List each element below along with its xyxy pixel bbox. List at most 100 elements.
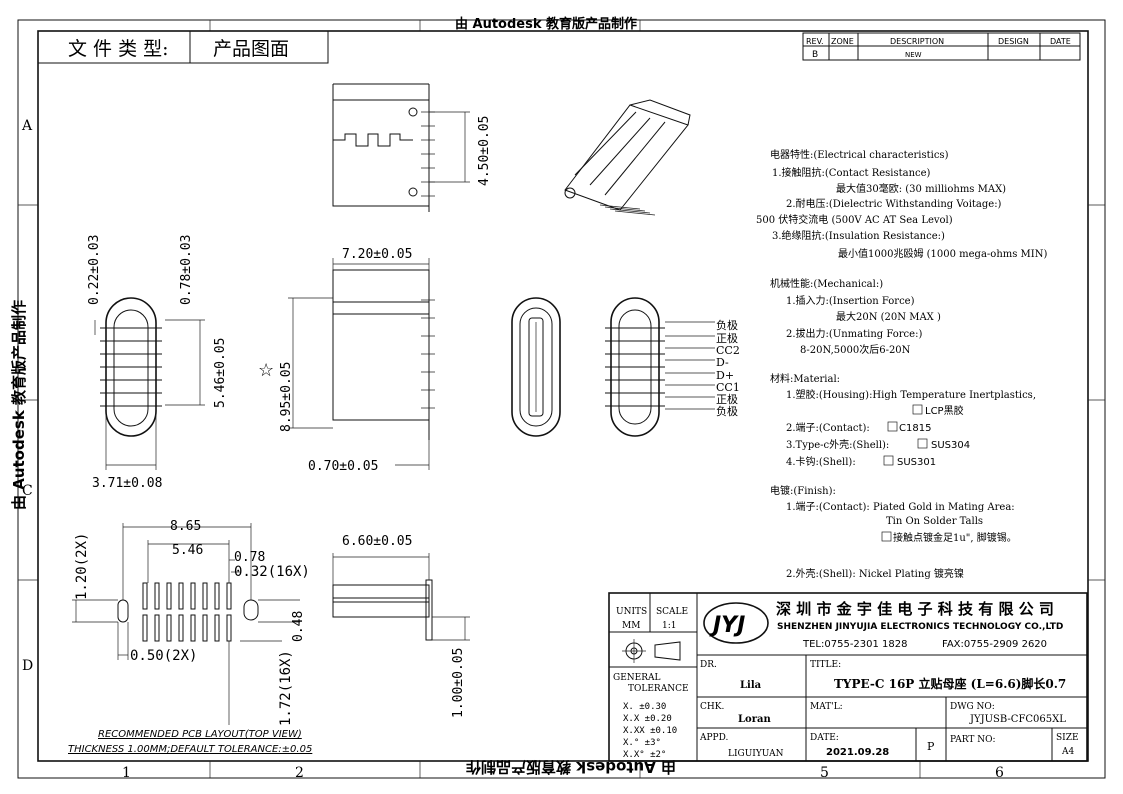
spec-contact-res-val: 最大值30毫欧: (30 milliohms MAX) [836, 182, 1006, 195]
dwg-value: JYJUSB-CFC065XL [969, 714, 1066, 725]
spec-finish-contact2: Tin On Solder Talls [886, 516, 983, 527]
col-marker-1: 1 [122, 765, 131, 781]
spec-housing: 1.塑胶:(Housing):High Temperature Inertpla… [786, 388, 1036, 401]
pin-label-6: CC1 [716, 381, 740, 394]
chk-value: Loran [738, 714, 771, 725]
company-name-cn: 深 圳 市 金 宇 佳 电 子 科 技 有 限 公 司 [776, 600, 1054, 618]
dim-pin-offset: 0.70±0.05 [308, 459, 378, 474]
specifications: 电器特性:(Electrical characteristics) 1.接触阻抗… [756, 148, 1047, 580]
title-label: TITLE: [810, 660, 841, 670]
pinout-view: 负极 正极 CC2 D- D+ CC1 正极 负极 [605, 297, 740, 437]
dim-pcb-pitch: 0.78 [234, 550, 265, 565]
spec-dielectric: 2.耐电压:(Dielectric Withstanding Voitage:) [786, 197, 1002, 210]
watermark-bottom: 由 Autodesk 教育版产品制作 [466, 758, 676, 776]
spec-finish-shell: 2.外壳:(Shell): Nickel Plating 镀亮镍 [786, 567, 964, 580]
spec-housing-val: LCP黑胶 [925, 404, 964, 417]
tol-row-2: X.X ±0.20 [623, 714, 672, 724]
pin-label-8: 负极 [716, 404, 738, 418]
rev-header-zone: ZONE [831, 37, 854, 46]
dim-width-side: 7.20±0.05 [342, 247, 412, 262]
spec-finish-contact3: 接触点镀金足1u", 脚镀锡。 [893, 531, 1017, 544]
company-logo: JYJ [703, 602, 769, 644]
spec-unmate-force-val: 8-20N,5000次后6-20N [800, 343, 911, 356]
col-marker-5: 5 [820, 765, 829, 781]
matl-label: MAT'L: [810, 702, 843, 712]
units-label: UNITS [616, 607, 647, 617]
row-marker-a: A [21, 118, 33, 134]
contact-checkbox [887, 421, 898, 432]
size-label: SIZE [1056, 733, 1079, 743]
row-marker-c: C [22, 483, 33, 499]
spec-dielectric-val: 500 伏特交流电 (500V AC AT Sea Levol) [756, 213, 953, 226]
pin-label-1: 负极 [716, 318, 738, 332]
spec-mech-title: 机械性能:(Mechanical:) [770, 277, 883, 290]
dim-pcb-hole-h: 1.20(2X) [74, 533, 90, 600]
col-marker-2: 2 [295, 765, 304, 781]
tol-row-5: X.X° ±2° [623, 750, 666, 760]
spec-shell: 3.Type-c外壳:(Shell): [786, 438, 889, 451]
dim-pin-span: 5.46±0.05 [213, 338, 228, 408]
scale-label: SCALE [656, 607, 688, 617]
pin-label-7: 正极 [716, 392, 738, 406]
rev-header-design: DESIGN [998, 37, 1029, 46]
tol-row-4: X.° ±3° [623, 738, 661, 748]
chk-label: CHK. [700, 702, 724, 712]
spec-finish-contact: 1.端子:(Contact): Piated Gold in Mating Ar… [786, 500, 1015, 513]
watermark-left: 由 Autodesk 教育版产品制作 [10, 300, 28, 510]
company-tel: TEL:0755-2301 1828 [802, 639, 908, 650]
pcb-note-1: RECOMMENDED PCB LAYOUT(TOP VIEW) [98, 729, 302, 740]
dim-bottom-w: 6.60±0.05 [342, 534, 412, 549]
title-value: TYPE-C 16P 立贴母座 (L=6.6)脚长0.7 [834, 676, 1066, 691]
dim-pcb-w-mid: 5.46 [172, 543, 203, 558]
dim-body-w: 3.71±0.08 [92, 476, 162, 491]
projection-icon [622, 639, 681, 663]
doc-type-label: 文 件 类 型: [68, 38, 169, 60]
shell-checkbox [917, 438, 928, 449]
pcb-pads-top [142, 582, 232, 642]
dim-pcb-hole-w: 0.50(2X) [130, 648, 197, 664]
col-marker-6: 6 [995, 765, 1004, 781]
isometric-view [564, 99, 691, 216]
date-label: DATE: [810, 733, 839, 743]
gen-tol-2: TOLERANCE [628, 684, 689, 694]
gen-tol-1: GENERAL [613, 673, 660, 683]
spec-unmate-force: 2.拔出力:(Unmating Force:) [786, 327, 922, 340]
doc-type-value: 产品图面 [213, 38, 289, 60]
spec-insert-force: 1.插入力:(Insertion Force) [786, 294, 915, 307]
bottom-view: 6.60±0.05 1.00±0.05 [332, 534, 470, 718]
pin-label-5: D+ [716, 369, 734, 382]
dim-pcb-w-total: 8.65 [170, 519, 201, 534]
dim-pcb-pad: 0.32(16X) [234, 564, 310, 580]
appd-label: APPD. [699, 733, 729, 743]
size-value: A4 [1061, 747, 1074, 757]
projection-value: P [927, 740, 935, 753]
part-label: PART NO: [950, 735, 996, 745]
spec-contact-res: 1.接触阻抗:(Contact Resistance) [772, 166, 931, 179]
scale-value: 1:1 [662, 621, 676, 631]
dr-label: DR. [700, 660, 717, 670]
dr-value: Lila [740, 680, 762, 691]
company-name-en: SHENZHEN JINYUJIA ELECTRONICS TECHNOLOGY… [777, 622, 1063, 632]
dwg-label: DWG NO: [950, 702, 995, 712]
pin-label-3: CC2 [716, 344, 740, 357]
rev-header-date: DATE [1050, 37, 1071, 46]
dim-pcb-pad-h: 0.48 [291, 611, 306, 642]
hook-checkbox [883, 455, 894, 466]
pin-label-2: 正极 [716, 331, 738, 345]
pin-label-4: D- [716, 356, 729, 369]
spec-insulation: 3.绝缘阻抗:(Insulation Resistance:) [772, 229, 945, 242]
dim-height-top: 4.50±0.05 [477, 116, 492, 186]
side-view: 7.20±0.05 8.95±0.05 ☆ 0.70±0.05 [258, 247, 435, 474]
rev-value: B [812, 50, 818, 60]
spec-hook: 4.卡钩:(Shell): [786, 455, 856, 468]
units-value: MM [622, 621, 640, 631]
pcb-layout: 8.65 5.46 0.78 0.32(16X) 1.20(2X) 0.50(2… [68, 519, 312, 755]
date-value: 2021.09.28 [826, 747, 889, 758]
spec-insert-force-val: 最大20N (20N MAX ) [836, 310, 941, 323]
spec-contact-val: C1815 [899, 423, 931, 434]
dim-pcb-pad-len: 1.72(16X) [278, 650, 294, 726]
spec-hook-val: SUS301 [897, 457, 936, 468]
front-view [511, 297, 561, 437]
finish-checkbox [881, 531, 892, 542]
dim-pin-w2: 0.78±0.03 [179, 235, 194, 305]
